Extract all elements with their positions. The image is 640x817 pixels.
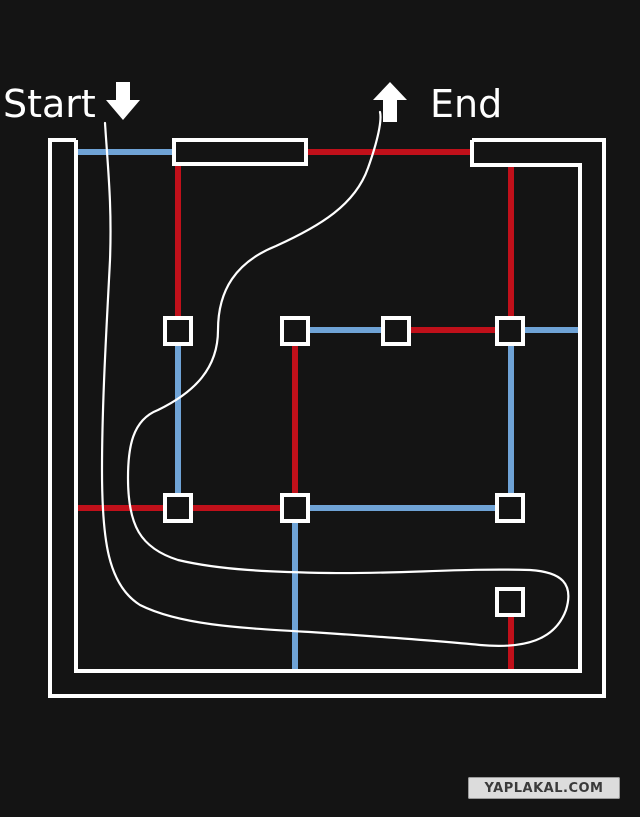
start-label: Start: [3, 82, 96, 126]
top-wall-segment: [172, 138, 308, 166]
arrow-up-icon: [373, 82, 407, 122]
node-r1-c1[interactable]: [163, 316, 193, 346]
end-label: End: [430, 82, 503, 126]
node-r1-c3[interactable]: [381, 316, 411, 346]
maze-outer-wall: [48, 138, 606, 698]
maze-inner-wall: [74, 140, 582, 673]
node-r1-c4[interactable]: [495, 316, 525, 346]
arrow-down-icon: [106, 82, 140, 120]
node-r3-c4[interactable]: [495, 587, 525, 617]
watermark: YAPLAKAL.COM: [468, 777, 620, 799]
node-r1-c2[interactable]: [280, 316, 310, 346]
node-r2-c2[interactable]: [280, 493, 310, 523]
node-r2-c1[interactable]: [163, 493, 193, 523]
node-r2-c4[interactable]: [495, 493, 525, 523]
solution-trace: [100, 110, 570, 647]
